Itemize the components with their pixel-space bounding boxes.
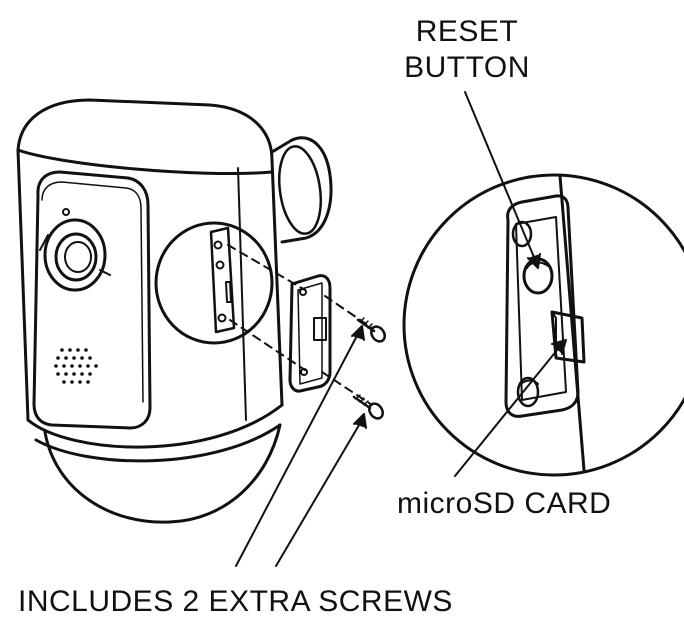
reset-leader [464,91,541,269]
reset-label-line1: RESET [415,15,519,48]
speaker-grille [54,348,98,384]
side-panel-magnifier-large [402,173,684,477]
screw-top [356,317,386,343]
microsd-leader [454,339,567,477]
mount-post [270,136,333,244]
microsd-card-label: microSD CARD [397,487,612,520]
reset-button-label: RESET BUTTON [392,14,542,86]
reset-label-line2: BUTTON [404,51,530,84]
cover-plate [288,274,332,393]
camera-dome [43,423,282,524]
screw-arrows [235,325,367,567]
camera-lens [39,208,111,292]
side-panel-magnifier-small [154,221,274,345]
camera-body [16,98,284,463]
extra-screws-label: INCLUDES 2 EXTRA SCREWS [18,585,453,618]
screw-bottom [352,394,384,420]
